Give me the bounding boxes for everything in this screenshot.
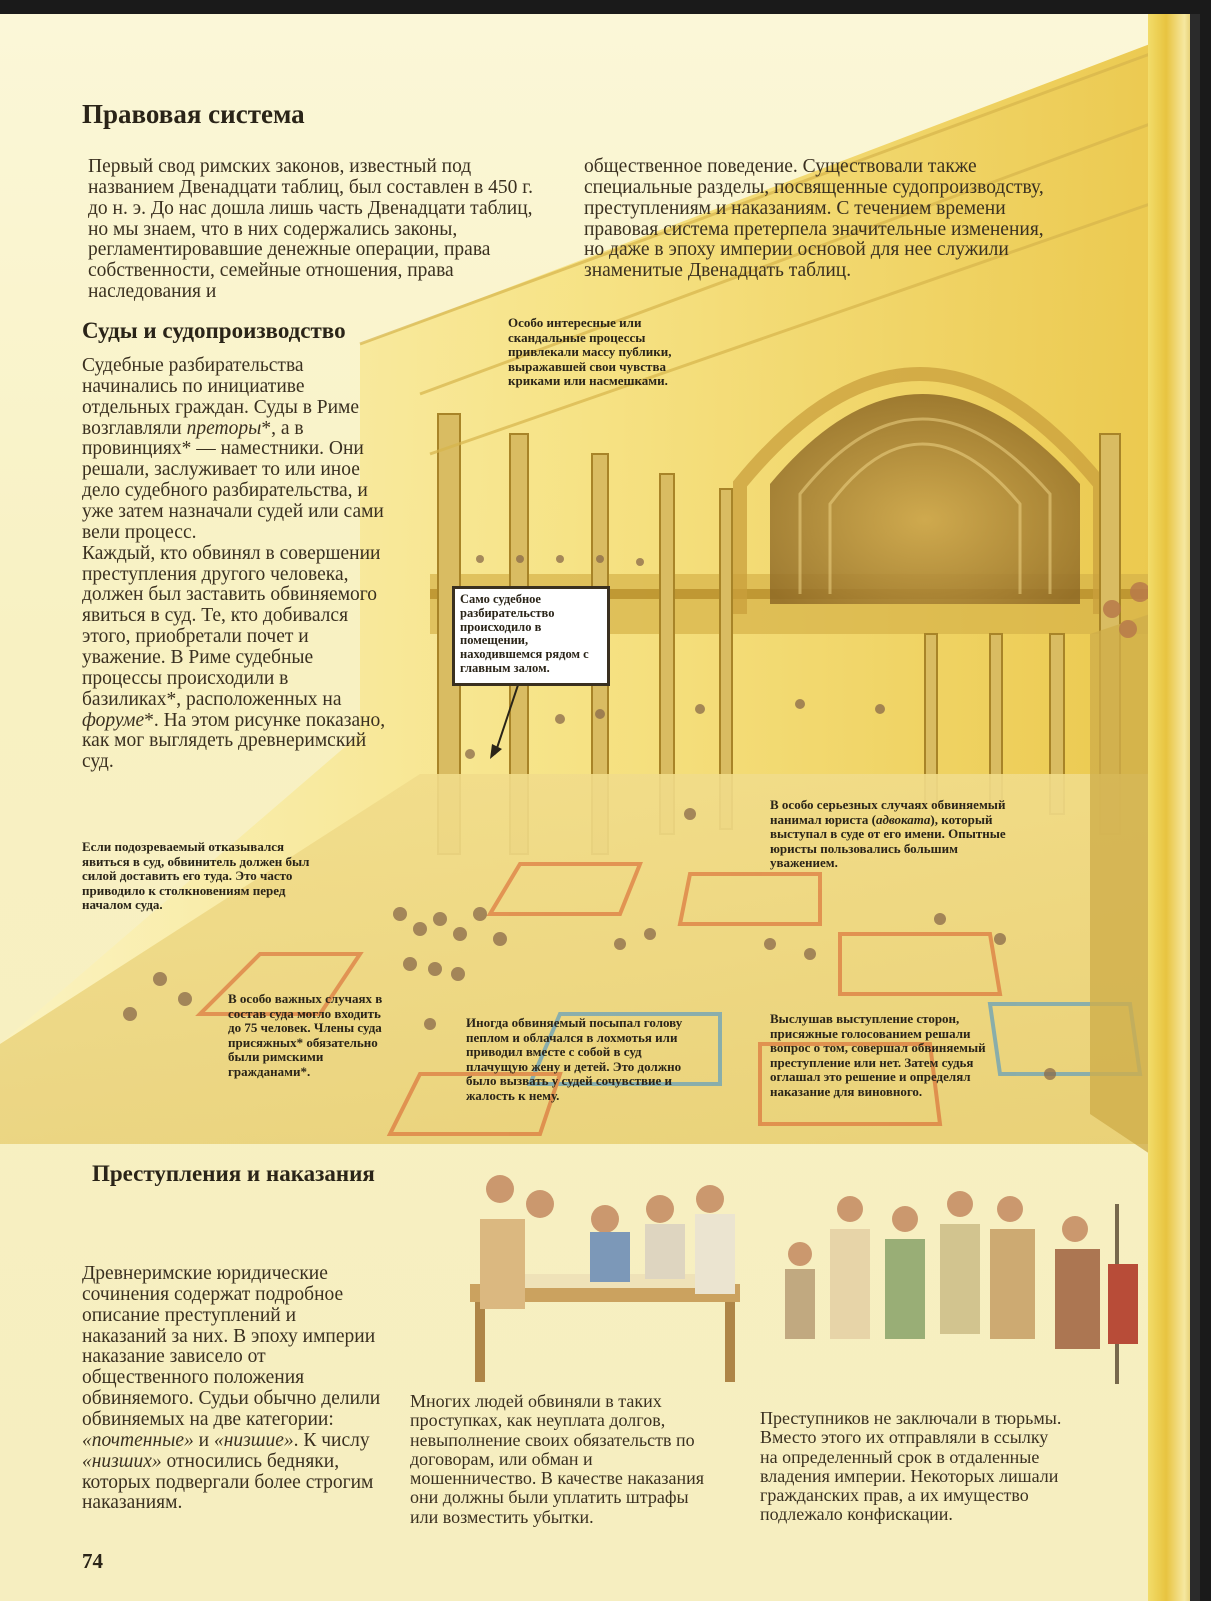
caption-room: Само судебное разбирательство происходил… [452,586,610,686]
caption-lawyer-b: ), который выступал в суде от его имени.… [770,811,1006,871]
caption-jury: В особо важных случаях в состав суда мог… [228,991,383,1079]
crimes-heading: Преступления и наказания [92,1161,375,1186]
caption-ashes: Иногда обвиняемый посыпал голову пеплом … [466,1015,683,1103]
crimes-p-and: и [193,1429,214,1451]
caption-lawyer: В особо серьезных случаях обвиняемый нан… [770,797,1010,871]
crimes-p-b: относились бедняки, которых подвергали б… [82,1450,374,1514]
page-number: 74 [82,1549,103,1573]
intro-left-paragraph: Первый свод римских законов, известный п… [88,156,533,303]
crimes-p-a: Древнеримские юридические сочинения соде… [82,1263,381,1431]
intro-right-paragraph: общественное поведение. Существовали так… [584,156,1044,282]
caption-fines: Многих людей обвиняли в таких проступках… [410,1391,705,1527]
crimes-p-respectable: «почтенные» [82,1429,194,1451]
caption-refuse: Если подозреваемый отказывался явиться в… [82,839,310,913]
courts-p2-b: *. На этом рисунке показано, как мог выг… [82,709,386,773]
caption-exile: Преступников не заключали в тюрьмы. Вмес… [760,1408,1062,1525]
book-page: Правовая система Первый свод римских зак… [0,14,1200,1601]
page-title: Правовая система [82,99,305,129]
caption-lawyer-a: В особо серьезных случаях обвиняемый нан… [770,797,1006,827]
crimes-p-lower: «низшие» [213,1429,294,1451]
courts-heading: Суды и судопроизводство [82,318,346,343]
courts-paragraph: Судебные разбирательства начинались по и… [82,355,392,773]
crimes-p-mid2: . К числу [293,1429,370,1451]
book-edge [1190,14,1200,1601]
courts-p2-forum: форуме [82,709,145,731]
crimes-paragraph: Древнеримские юридические сочинения соде… [82,1263,382,1514]
caption-gallery: Особо интересные или скандальные процесс… [508,315,672,389]
courts-p1-b: *, а в провинциях* — наместники. Они реш… [82,417,384,543]
courts-p1-a: Судебные разбирательства начинались по и… [82,355,360,439]
caption-lawyer-advocate: адвоката [875,811,931,827]
crimes-p-lower-2: «низших» [82,1450,162,1472]
courts-p1-praetors: преторы [186,417,262,439]
courts-p2-a: Каждый, кто обвинял в совершении преступ… [82,542,381,710]
caption-verdict: Выслушав выступление сторон, присяжные г… [770,1011,986,1099]
